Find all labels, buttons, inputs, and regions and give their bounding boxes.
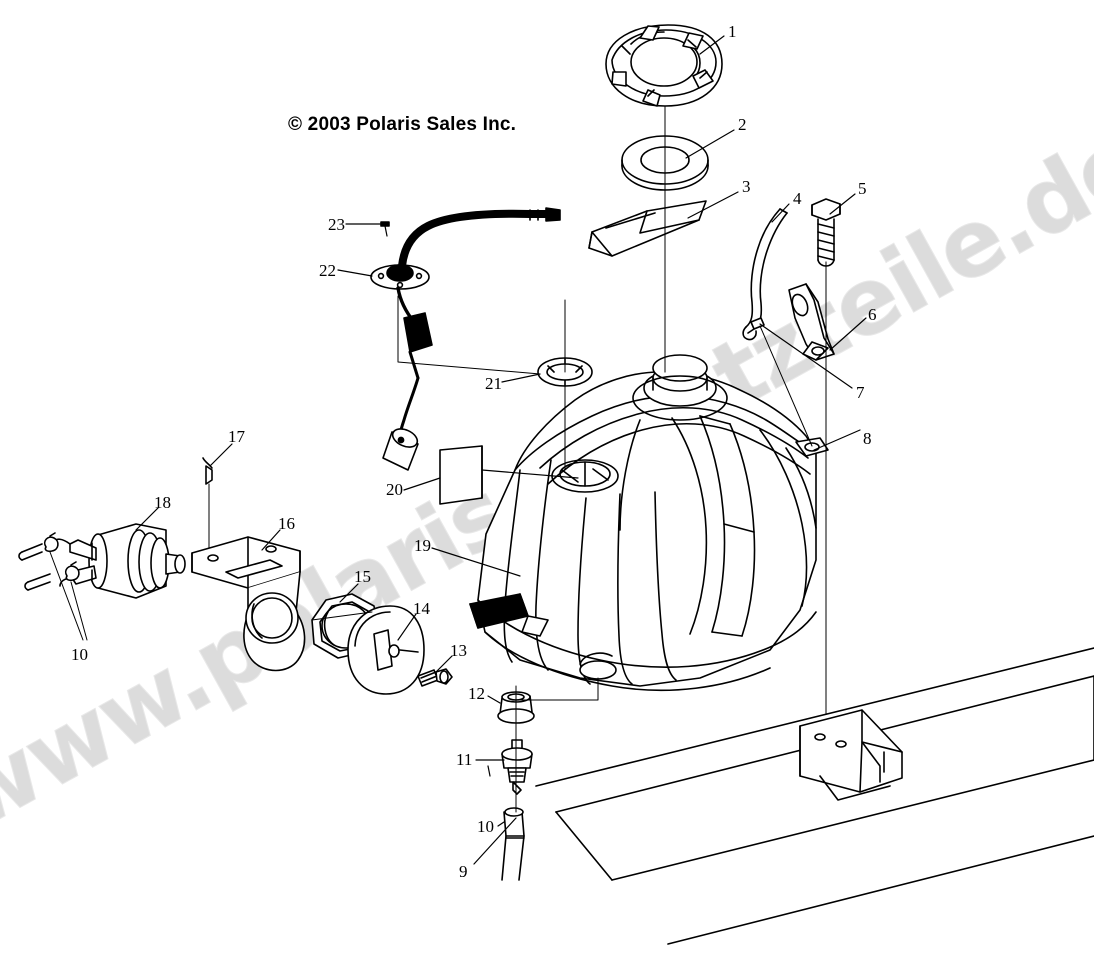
part-fuel-pump [53,523,186,599]
callout-7: 7 [856,383,865,402]
callout-8: 8 [863,429,872,448]
callout-12: 12 [468,684,485,703]
part-tank-strap-bracket [747,283,835,361]
part-mounting-bracket [191,536,306,672]
callout-14: 14 [413,599,430,618]
callout-17: 17 [228,427,245,446]
callout-6: 6 [868,305,877,324]
part-fuel-tank [469,354,829,692]
frame-mount-bracket [799,709,903,801]
part-tank-decal [439,445,483,505]
callout-2: 2 [738,115,747,134]
callout-11: 11 [456,750,473,769]
callout-13: 13 [450,641,467,660]
part-screw [417,668,453,687]
callout-3: 3 [742,177,751,196]
callout-10-left: 10 [71,645,88,664]
part-fuel-valve [487,739,533,795]
callout-18: 18 [154,493,171,512]
callout-21: 21 [485,374,502,393]
callout-1: 1 [728,22,737,41]
part-hose-clamp-left [18,532,88,641]
part-fuel-line [501,807,525,881]
callout-16: 16 [278,514,295,533]
part-fuel-level-sender [370,207,561,471]
callout-5: 5 [858,179,867,198]
part-tank-pad-strip [588,200,707,257]
part-pump-cover [347,605,425,695]
callout-20: 20 [386,480,403,499]
chassis-frame-rails [535,647,1094,945]
callout-10: 10 [477,817,494,836]
callout-leader-lines [135,35,867,865]
part-fuel-cap [605,24,723,107]
callout-4: 4 [793,189,802,208]
callout-15: 15 [354,567,371,586]
copyright-notice: © 2003 Polaris Sales Inc. [288,114,517,135]
callout-9: 9 [459,862,468,881]
callout-22: 22 [319,261,336,280]
part-vent-hose [742,208,788,341]
callout-23: 23 [328,215,345,234]
callout-19: 19 [414,536,431,555]
part-hex-bolt [811,198,841,267]
